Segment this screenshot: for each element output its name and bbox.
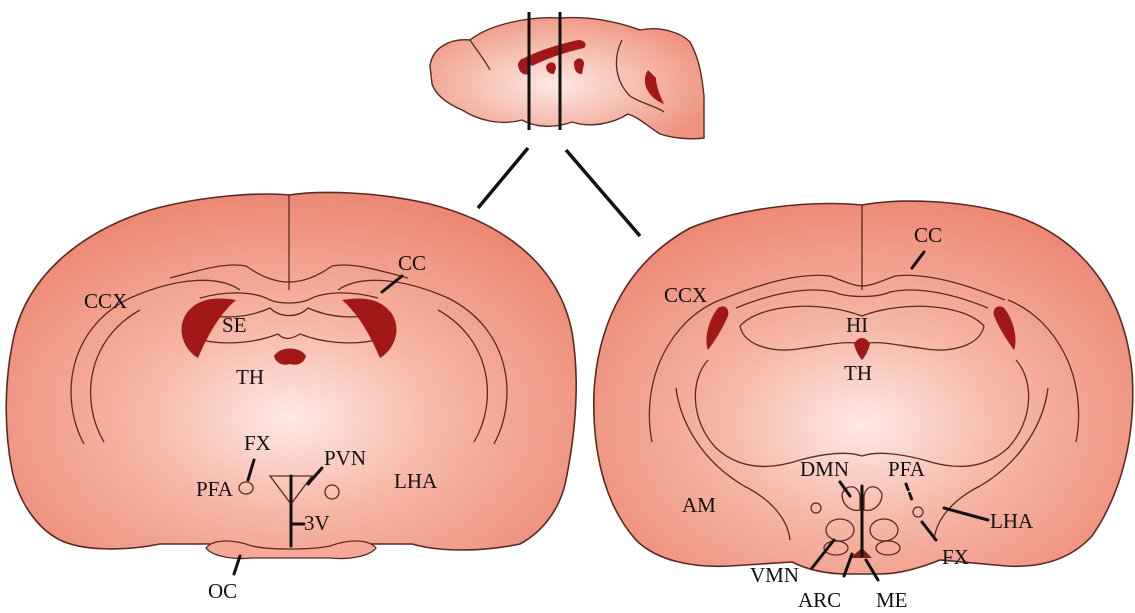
left-coronal-section: CCX CC SE TH FX PVN PFA LHA 3V OC [6,192,576,603]
label-pvn: PVN [324,446,366,470]
label-fx-left: FX [244,431,271,455]
label-arc: ARC [798,588,841,612]
label-vmn: VMN [750,563,799,587]
right-coronal-section: CC CCX HI TH DMN PFA AM LHA FX VMN ARC M… [594,201,1133,612]
connector-line-right [566,150,640,236]
label-3v: 3V [304,511,330,535]
label-th-left: TH [236,365,264,389]
label-fx-right: FX [942,545,969,569]
connector-line-left [478,148,528,208]
label-me: ME [876,588,908,612]
label-lha-right: LHA [990,509,1034,533]
label-pfa-right: PFA [888,457,926,481]
sagittal-brain-view [430,12,704,139]
label-cc-left: CC [398,251,426,275]
label-am: AM [682,493,716,517]
label-ccx-right: CCX [664,283,707,307]
label-cc-right: CC [914,223,942,247]
label-pfa-left: PFA [196,477,234,501]
label-oc: OC [208,579,237,603]
label-hi: HI [846,313,868,337]
sagittal-brain-outline [430,18,704,139]
label-th-right: TH [844,361,872,385]
label-ccx-left: CCX [84,289,127,313]
label-se: SE [222,313,247,337]
label-lha-left: LHA [394,469,438,493]
label-dmn: DMN [800,457,849,481]
